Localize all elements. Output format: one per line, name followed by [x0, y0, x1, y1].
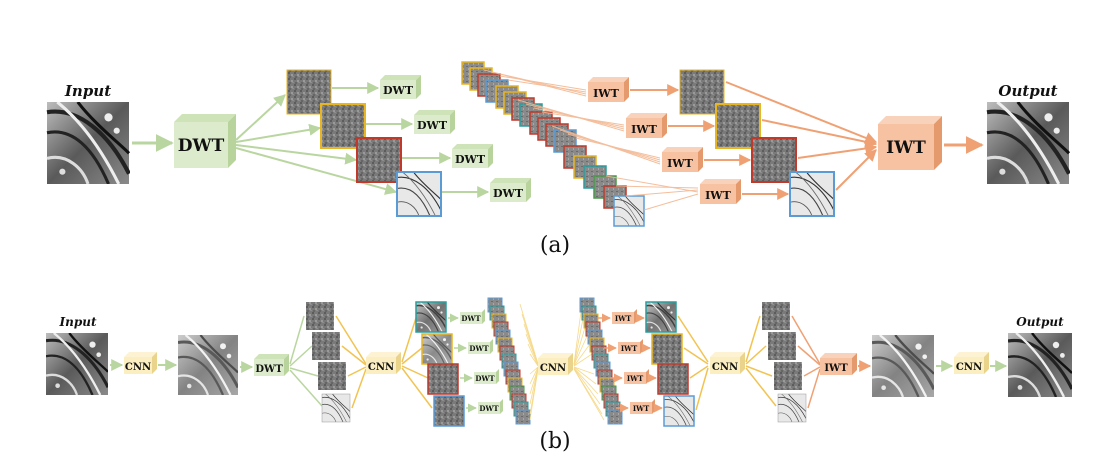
iwt-block-b-1: IWT	[820, 353, 857, 375]
iwt-small-label-b-3: IWT	[627, 374, 644, 383]
iwt-small-b-2: IWT	[618, 339, 643, 354]
output-image-a	[987, 102, 1069, 184]
iwt-small-a-4: IWT	[700, 179, 741, 204]
subband-b2-3	[427, 363, 459, 395]
recon-b2-3	[657, 363, 689, 395]
cnn-block-b-2: CNN	[366, 352, 401, 374]
input-image-b	[46, 333, 108, 395]
subband-b1-2	[312, 332, 340, 360]
subband-b3-3	[774, 362, 802, 390]
iwt-small-label-b-2: IWT	[621, 344, 638, 353]
dwt-block-main-a: DWT	[174, 114, 236, 168]
cnn-block-b-1: CNN	[124, 352, 157, 374]
dwt-small-b-2: DWT	[468, 339, 493, 354]
subband-b2-4	[433, 395, 465, 427]
dwt-small-label-b-2: DWT	[469, 344, 489, 353]
cnn-label-b-3: CNN	[540, 363, 566, 374]
iwt-small-b-3: IWT	[624, 369, 649, 384]
input-label-a: Input	[64, 82, 111, 100]
iwt-small-label-b-1: IWT	[615, 314, 632, 323]
dwt-small-b-4: DWT	[478, 399, 503, 414]
caption-a: (a)	[540, 233, 570, 258]
cnn-block-b-5: CNN	[954, 352, 989, 374]
dwt-small-label-a-3: DWT	[455, 153, 486, 166]
subband-b1-3	[318, 362, 346, 390]
dwt-small-a-4: DWT	[490, 178, 531, 202]
output-label-b: Output	[1016, 315, 1064, 329]
dwt-small-label-b-3: DWT	[475, 374, 495, 383]
iwt-small-label-a-1: IWT	[593, 87, 619, 100]
feature-map-b-2	[872, 335, 934, 397]
input-image-a	[47, 102, 129, 184]
dwt-small-a-1: DWT	[380, 75, 421, 99]
dwt-small-label-a-4: DWT	[493, 187, 524, 200]
output-label-a: Output	[998, 82, 1057, 100]
iwt-small-label-a-3: IWT	[667, 157, 693, 170]
dwt-small-label-a-2: DWT	[417, 119, 448, 132]
dwt-small-label-b-4: DWT	[479, 404, 499, 413]
panel-a: Input DWT	[47, 61, 1069, 258]
subband-b2-1	[415, 301, 447, 333]
iwt-small-label-b-4: IWT	[633, 404, 650, 413]
iwt-main-label-a: IWT	[886, 138, 926, 158]
iwt-small-b-4: IWT	[630, 399, 655, 414]
cnn-block-b-3: CNN	[538, 353, 573, 375]
input-label-b: Input	[59, 315, 97, 329]
dwt-small-b-3: DWT	[474, 369, 499, 384]
subband-b1-4	[321, 393, 351, 423]
subband-b3-2	[768, 332, 796, 360]
level2-stack-a-4	[563, 145, 645, 227]
dwt-label-b-1: DWT	[255, 364, 283, 375]
iwt-small-label-a-4: IWT	[705, 189, 731, 202]
recon-hl-a	[751, 137, 797, 183]
cnn-label-b-1: CNN	[125, 362, 151, 373]
iwt-small-a-2: IWT	[626, 113, 667, 138]
iwt-small-a-3: IWT	[662, 147, 703, 172]
dwt-small-b-1: DWT	[460, 309, 485, 324]
dwt-main-label-a: DWT	[178, 136, 225, 156]
dwt-small-a-2: DWT	[414, 110, 455, 134]
subband-hh-a	[396, 171, 442, 217]
level2-stack-b-left	[487, 297, 531, 425]
dwt-small-a-3: DWT	[452, 144, 493, 168]
subband-b1-1	[306, 302, 334, 330]
iwt-label-b-1: IWT	[824, 363, 848, 374]
cnn-label-b-2: CNN	[368, 362, 394, 373]
dwt-small-label-a-1: DWT	[383, 84, 414, 97]
subband-b3-4	[777, 393, 807, 423]
recon-hh-a	[789, 171, 835, 217]
cnn-label-b-4: CNN	[712, 362, 738, 373]
dwt-block-b-1: DWT	[254, 354, 289, 376]
cnn-label-b-5: CNN	[956, 362, 982, 373]
caption-b: (b)	[539, 429, 570, 454]
iwt-block-main-a: IWT	[878, 116, 942, 170]
cnn-block-b-4: CNN	[710, 352, 745, 374]
iwt-small-a-1: IWT	[588, 77, 629, 102]
recon-b2-2	[651, 333, 683, 365]
recon-b2-4	[663, 395, 695, 427]
iwt-small-b-1: IWT	[612, 309, 637, 324]
dwt-small-label-b-1: DWT	[461, 314, 481, 323]
recon-b2-1	[645, 301, 677, 333]
feature-map-b-1	[178, 335, 238, 395]
subband-b3-1	[762, 302, 790, 330]
iwt-small-label-a-2: IWT	[631, 123, 657, 136]
output-image-b	[1008, 333, 1072, 397]
subband-hl-a	[356, 137, 402, 183]
subband-b2-2	[421, 333, 453, 365]
panel-b: Input CNN DWT	[46, 297, 1072, 454]
